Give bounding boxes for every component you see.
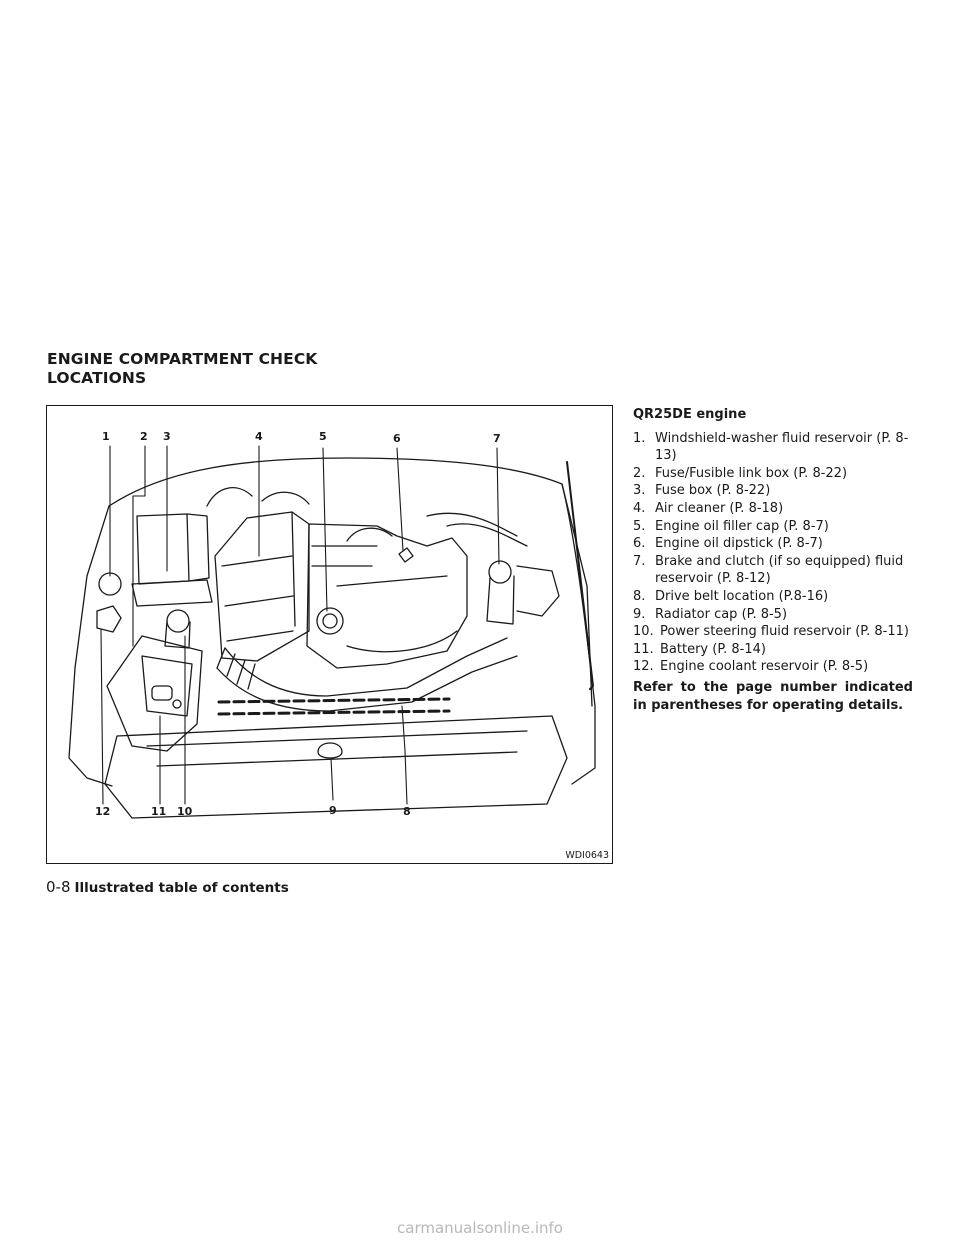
engine-block (306, 523, 468, 669)
list-item: 8.Drive belt location (P.8-16) (633, 588, 829, 604)
oil-cap-shape (316, 607, 344, 635)
section-title-line2: LOCATIONS (47, 369, 147, 387)
callout-7: 7 (493, 432, 501, 445)
callout-5: 5 (319, 430, 327, 443)
list-item: 4.Air cleaner (P. 8-18) (633, 500, 784, 516)
callout-2: 2 (140, 430, 148, 443)
reference-note: Refer to the page number indicated in pa… (633, 679, 913, 713)
engine-legend: QR25DE engine 1.Windshield-washer fluid … (633, 406, 913, 714)
callout-8: 8 (403, 805, 411, 818)
callout-1: 1 (102, 430, 110, 443)
callout-10: 10 (177, 805, 193, 818)
drive-belt-dashed (217, 697, 451, 716)
list-item: 12.Engine coolant reservoir (P. 8-5) (633, 659, 869, 675)
callout-9: 9 (329, 804, 337, 817)
list-item: 11.Battery (P. 8-14) (633, 641, 766, 657)
list-item: 5.Engine oil filler cap (P. 8-7) (633, 518, 829, 534)
radiator-cap-shape (317, 742, 343, 759)
callout-3: 3 (163, 430, 171, 443)
dipstick-shape (398, 547, 414, 563)
hoses (346, 512, 528, 653)
list-item: 2.Fuse/Fusible link box (P. 8-22) (633, 465, 848, 481)
page-number: 0-8 (46, 878, 71, 896)
callout-12: 12 (95, 805, 111, 818)
list-item: 10.Power steering fluid reservoir (P. 8-… (633, 624, 909, 640)
brake-reservoir-shape (488, 560, 512, 584)
engine-illustration (68, 445, 596, 819)
list-item: 6.Engine oil dipstick (P. 8-7) (633, 536, 823, 552)
engine-title: QR25DE engine (633, 407, 747, 422)
power-steering-shape (166, 609, 190, 633)
right-fender (561, 483, 596, 785)
left-fender (68, 505, 113, 787)
leader-lines (100, 445, 500, 805)
air-cleaner-shape (214, 511, 310, 662)
coolant-cap-shape (96, 605, 122, 633)
callout-4: 4 (255, 430, 263, 443)
section-title: ENGINE COMPARTMENT CHECK LOCATIONS (47, 350, 317, 388)
list-item: 7.Brake and clutch (if so equipped) flui… (633, 553, 904, 587)
battery-shape (106, 635, 203, 752)
chapter-title: Illustrated table of contents (74, 880, 289, 896)
list-item: 1.Windshield-washer fluid reservoir (P. … (633, 430, 909, 464)
fuse-box-2 (186, 513, 210, 582)
watermark: carmanualsonline.info (397, 1219, 563, 1237)
radiator-support (104, 715, 568, 819)
list-item: 3.Fuse box (P. 8-22) (633, 483, 771, 499)
list-item: 9.Radiator cap (P. 8-5) (633, 606, 788, 622)
section-title-line1: ENGINE COMPARTMENT CHECK (47, 350, 318, 368)
engine-compartment-figure: 1 2 3 4 5 6 7 8 9 10 11 12 WDI0643 (46, 405, 613, 864)
intake-duct (224, 637, 508, 697)
callout-6: 6 (393, 432, 401, 445)
callout-11: 11 (151, 805, 167, 818)
fuse-box (136, 513, 190, 585)
hood-outline (108, 457, 593, 707)
legend-list: 1.Windshield-washer fluid reservoir (P. … (633, 430, 913, 676)
figure-code: WDI0643 (565, 850, 609, 861)
front-crossmember (146, 730, 528, 767)
